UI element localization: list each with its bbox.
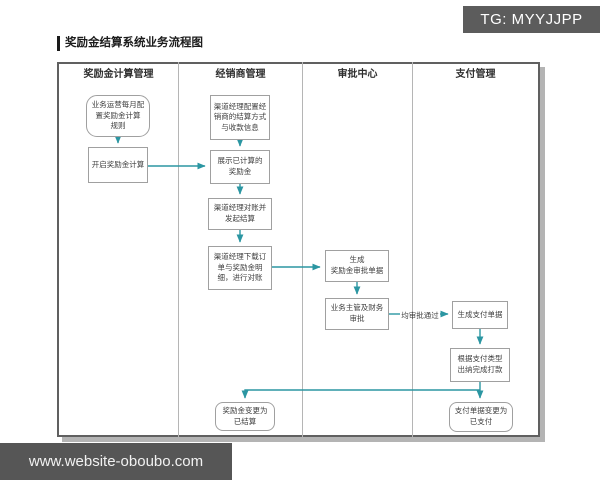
flow-node-config-settlement: 渠道经理配置经 销商的结算方式 与收款信息 bbox=[210, 95, 270, 140]
lane-header-approval: 审批中心 bbox=[337, 69, 378, 80]
flow-node-set-rules: 业务运营每月配 置奖励金计算 规则 bbox=[86, 95, 150, 137]
flow-node-pay: 根据支付类型 出纳完成打款 bbox=[450, 348, 510, 382]
lane-divider-2 bbox=[302, 62, 303, 437]
flow-node-bonus-settled: 奖励金变更为 已结算 bbox=[215, 402, 275, 431]
flow-node-approve: 业务主管及财务 审批 bbox=[325, 298, 389, 330]
telegram-badge: TG: MYYJJPP bbox=[463, 6, 600, 33]
flow-node-reconcile-start: 渠道经理对账并 发起结算 bbox=[208, 198, 272, 230]
watermark-url: www.website-oboubo.com bbox=[0, 443, 232, 480]
lane-divider-3 bbox=[412, 62, 413, 437]
edge-label-approved: 均审批通过 bbox=[401, 311, 439, 320]
lane-header-payment: 支付管理 bbox=[455, 69, 496, 80]
diagram-title: 奖励金结算系统业务流程图 bbox=[57, 36, 203, 51]
lane-divider-1 bbox=[178, 62, 179, 437]
flow-node-gen-approval: 生成 奖励金审批单据 bbox=[325, 250, 389, 282]
flow-node-start-calc: 开启奖励金计算 bbox=[88, 147, 148, 183]
flow-node-download-details: 渠道经理下载订 单与奖励金明 细，进行对账 bbox=[208, 246, 272, 290]
lane-header-bonus-calc: 奖励金计算管理 bbox=[83, 69, 154, 80]
flow-node-payment-paid: 支付单据变更为 已支付 bbox=[449, 402, 513, 432]
flow-node-show-bonus: 展示已计算的 奖励金 bbox=[210, 150, 270, 184]
lane-header-dealer-mgmt: 经销商管理 bbox=[215, 69, 266, 80]
flow-node-gen-payment: 生成支付单据 bbox=[452, 301, 508, 329]
